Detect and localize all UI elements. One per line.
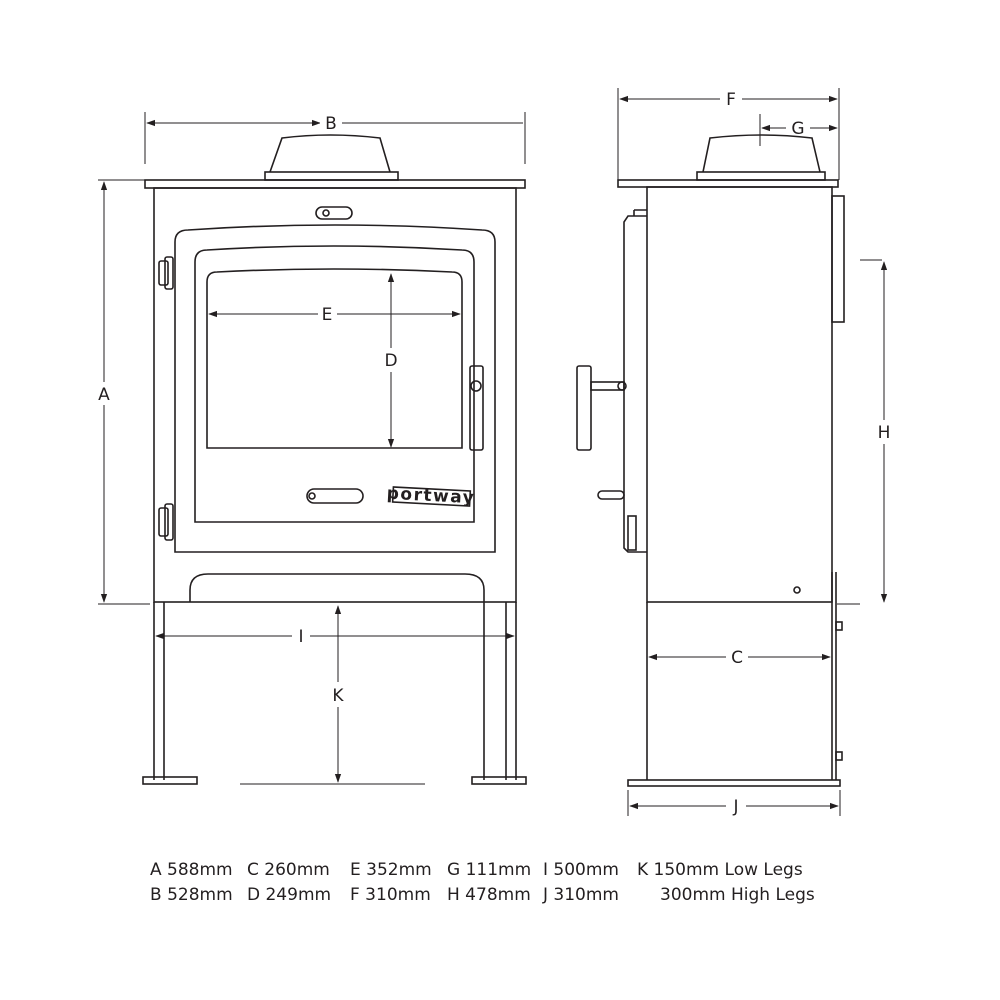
side-view (576, 134, 845, 787)
door-inner-frame (194, 245, 475, 523)
front-foot-right (471, 776, 527, 785)
door-handle (469, 365, 484, 451)
dim-b-label-bg (320, 112, 342, 134)
bottom-hinge (158, 507, 169, 537)
front-flue-collar (269, 134, 391, 173)
legend-e: E 352mm (350, 860, 432, 880)
side-foot (627, 779, 841, 787)
dim-label-e: E (322, 305, 333, 325)
top-hinge (158, 260, 169, 286)
side-air-control (597, 490, 625, 500)
front-top-plate (144, 179, 526, 189)
front-body (153, 187, 517, 603)
side-flue-base (696, 171, 826, 181)
rear-heat-shield (831, 195, 845, 323)
side-dimensions (617, 88, 888, 816)
dimensions-legend: A 588mm C 260mm E 352mm G 111mm I 500mm … (150, 860, 850, 910)
top-hinge-pin (164, 256, 174, 290)
side-screw (793, 586, 801, 594)
legend-k-high: 300mm High Legs (660, 885, 815, 905)
bottom-air-control (306, 488, 364, 504)
dim-label-d: D (384, 351, 397, 371)
legend-g: G 111mm (447, 860, 532, 880)
dim-label-g: G (791, 119, 804, 139)
door-handle-pivot (470, 380, 482, 392)
brand-logo-text: portway (386, 484, 476, 509)
dim-label-k: K (332, 686, 344, 706)
side-flue-collar (702, 134, 821, 173)
side-door-edge (633, 209, 647, 216)
front-stand (153, 573, 517, 780)
front-view (142, 134, 527, 785)
side-door-handle-stem (590, 381, 625, 391)
brand-plate (391, 486, 472, 507)
bottom-air-control-knob (308, 492, 316, 500)
legend-h: H 478mm (447, 885, 531, 905)
legend-i: I 500mm (543, 860, 619, 880)
dim-label-i: I (298, 627, 303, 647)
dim-label-b: B (325, 114, 337, 134)
legend-j: J 310mm (543, 885, 619, 905)
legend-b: B 528mm (150, 885, 233, 905)
top-air-control (315, 206, 353, 220)
front-foot-left (142, 776, 198, 785)
front-flue-base (264, 171, 399, 181)
side-rear-bolt-top (835, 621, 843, 631)
legend-f: F 310mm (350, 885, 431, 905)
side-door-profile (623, 215, 647, 553)
dim-label-j: J (732, 797, 738, 817)
legend-d: D 249mm (247, 885, 332, 905)
dim-label-h: H (878, 423, 891, 443)
side-stand (646, 572, 837, 780)
dimension-letters: B A E D I K F G H C J (98, 90, 890, 817)
side-door-latch-bottom (627, 515, 637, 551)
side-top-plate (617, 179, 839, 188)
side-door-handle (576, 365, 592, 451)
dim-label-c: C (731, 648, 743, 668)
door-outer-frame (174, 224, 496, 553)
front-dimensions (98, 112, 526, 783)
door-glass (206, 268, 463, 449)
side-rear-bolt-bottom (835, 751, 843, 761)
legend-row-1: A 588mm C 260mm E 352mm G 111mm I 500mm … (150, 860, 850, 885)
top-air-control-knob (322, 209, 330, 217)
side-door-handle-pivot (617, 381, 627, 391)
bottom-hinge-pin (164, 503, 174, 541)
legend-k: K 150mm Low Legs (637, 860, 803, 880)
legend-row-2: B 528mm D 249mm F 310mm H 478mm J 310mm … (150, 885, 850, 910)
side-body (646, 186, 833, 603)
legend-c: C 260mm (247, 860, 330, 880)
dim-label-f: F (726, 90, 736, 110)
legend-a: A 588mm (150, 860, 233, 880)
dim-label-a: A (98, 385, 110, 405)
